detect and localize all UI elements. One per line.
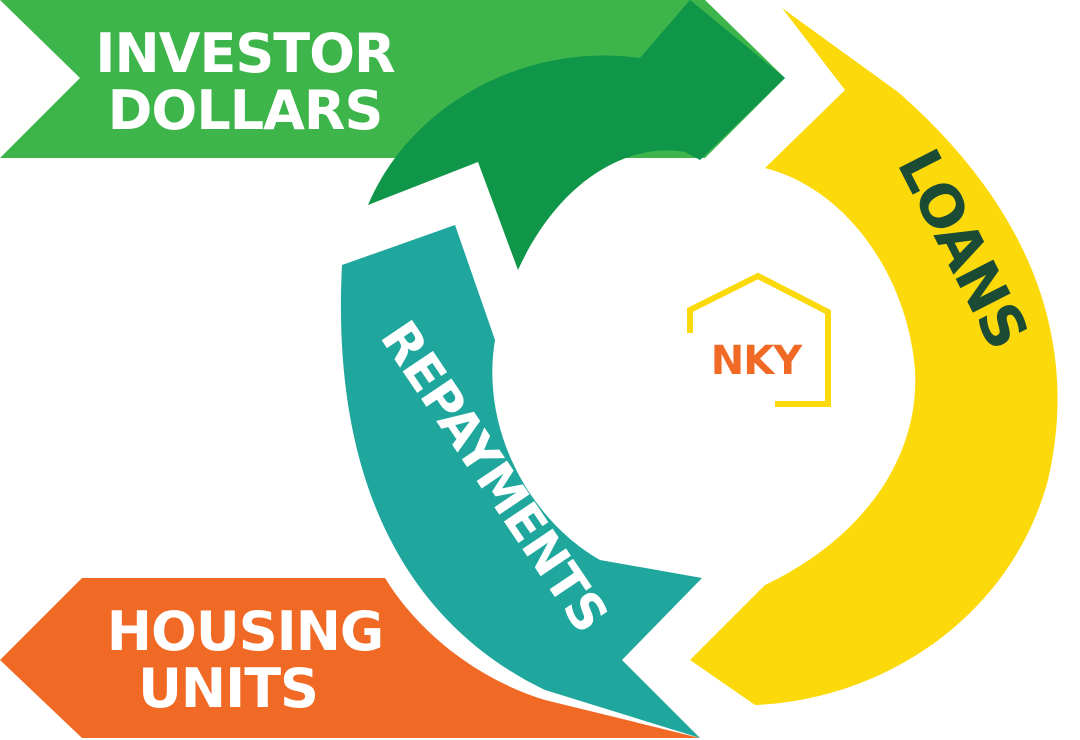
repayments-arc [340, 225, 702, 738]
house-outline-icon [687, 272, 831, 407]
investor-flow-arrow [368, 0, 785, 270]
housing-units-line1: HOUSING [107, 600, 383, 663]
loans-arc [690, 8, 1058, 705]
investor-dollars-line1: INVESTOR [95, 22, 395, 85]
nky-logo: NKY [687, 272, 831, 407]
investor-dollars-line2: DOLLARS [108, 79, 383, 142]
housing-units-line2: UNITS [138, 657, 318, 720]
nky-logo-text: NKY [711, 338, 803, 384]
housing-units-banner [0, 578, 700, 738]
